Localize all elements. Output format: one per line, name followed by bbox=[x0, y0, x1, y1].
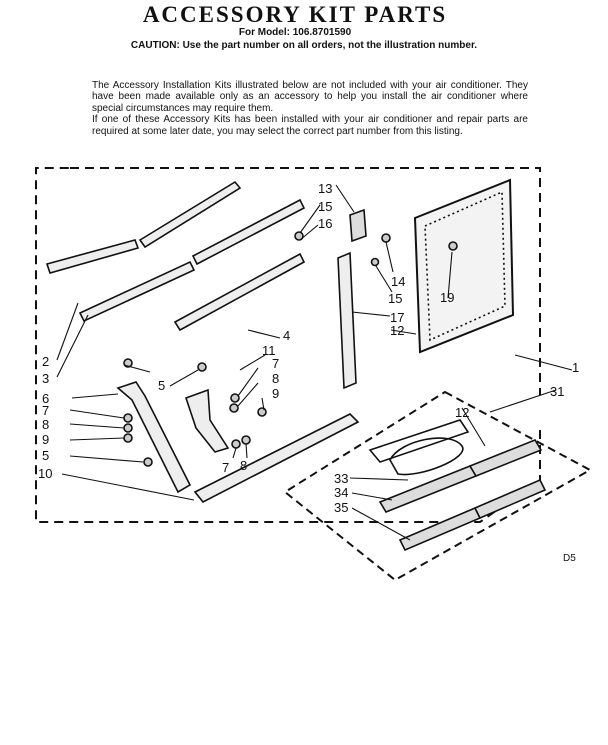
rail-bottom bbox=[193, 413, 360, 504]
bolt-5c bbox=[143, 457, 153, 467]
callout-1: 1 bbox=[572, 360, 579, 375]
screw-14 bbox=[381, 233, 391, 243]
bracket-leg-11 bbox=[184, 388, 230, 453]
bracket-13 bbox=[349, 208, 367, 243]
callout-6: 6 bbox=[42, 391, 49, 406]
callout-10: 10 bbox=[38, 466, 52, 481]
nut-7b bbox=[230, 393, 240, 403]
callout-12a: 12 bbox=[390, 323, 404, 338]
strip-34 bbox=[378, 465, 478, 513]
kit-outline bbox=[35, 167, 541, 523]
model-number: For Model: 106.8701590 bbox=[238, 27, 352, 38]
screw-15b bbox=[370, 257, 380, 267]
diagram-code: D5 bbox=[563, 553, 576, 564]
rail-channel-4 bbox=[173, 252, 306, 332]
callout-8c: 8 bbox=[240, 458, 247, 473]
callout-15a: 15 bbox=[318, 199, 332, 214]
callout-33: 33 bbox=[334, 471, 348, 486]
callout-19: 19 bbox=[440, 290, 454, 305]
callout-34: 34 bbox=[334, 485, 348, 500]
callout-35: 35 bbox=[334, 500, 348, 515]
panel-inner bbox=[424, 190, 506, 342]
callout-4: 4 bbox=[283, 328, 290, 343]
washer-8c bbox=[241, 435, 251, 445]
callout-2: 2 bbox=[42, 354, 49, 369]
caution-note: CAUTION: Use the part number on all orde… bbox=[130, 40, 478, 51]
washer-8b bbox=[229, 403, 239, 413]
callout-9b: 9 bbox=[272, 386, 279, 401]
callout-9a: 9 bbox=[42, 432, 49, 447]
callout-14: 14 bbox=[391, 274, 405, 289]
callout-5a: 5 bbox=[158, 378, 165, 393]
callout-7a: 7 bbox=[42, 403, 49, 418]
seal-loop bbox=[389, 437, 464, 476]
intro-paragraph-2: If one of these Accessory Kits has been … bbox=[92, 114, 528, 137]
nut-7c bbox=[231, 439, 241, 449]
panel bbox=[413, 178, 515, 354]
callout-3: 3 bbox=[42, 371, 49, 386]
page-title: ACCESSORY KIT PARTS bbox=[142, 2, 448, 27]
strip-35 bbox=[398, 506, 482, 552]
callout-16: 16 bbox=[318, 216, 332, 231]
callout-17: 17 bbox=[390, 310, 404, 325]
callout-8a: 8 bbox=[42, 417, 49, 432]
screw-15 bbox=[294, 231, 304, 241]
callout-15b: 15 bbox=[388, 291, 402, 306]
callout-11: 11 bbox=[262, 343, 276, 358]
strip-12b bbox=[468, 439, 543, 477]
bracket-leg-6 bbox=[116, 381, 192, 494]
rail-channel-3 bbox=[78, 260, 196, 323]
screw-19 bbox=[448, 241, 458, 251]
strip-lower bbox=[473, 478, 547, 520]
vertical-post bbox=[337, 251, 357, 390]
callout-31: 31 bbox=[550, 384, 564, 399]
nut-9b bbox=[257, 407, 267, 417]
rail-top bbox=[138, 180, 242, 249]
intro-text: The Accessory Installation Kits illustra… bbox=[92, 80, 528, 137]
callout-8b: 8 bbox=[272, 371, 279, 386]
leader-lines bbox=[56, 184, 573, 541]
washer-8 bbox=[123, 423, 133, 433]
bolt-5b bbox=[197, 362, 207, 372]
callout-12b: 12 bbox=[455, 405, 469, 420]
intro-paragraph-1: The Accessory Installation Kits illustra… bbox=[92, 80, 528, 114]
rail-left-short bbox=[45, 239, 140, 274]
rail-middle bbox=[191, 198, 306, 266]
subkit-outline bbox=[283, 390, 593, 582]
nut-9 bbox=[123, 433, 133, 443]
nut-7 bbox=[123, 413, 133, 423]
callout-13: 13 bbox=[318, 181, 332, 196]
callout-5b: 5 bbox=[42, 448, 49, 463]
callout-7c: 7 bbox=[222, 460, 229, 475]
callout-7b: 7 bbox=[272, 356, 279, 371]
